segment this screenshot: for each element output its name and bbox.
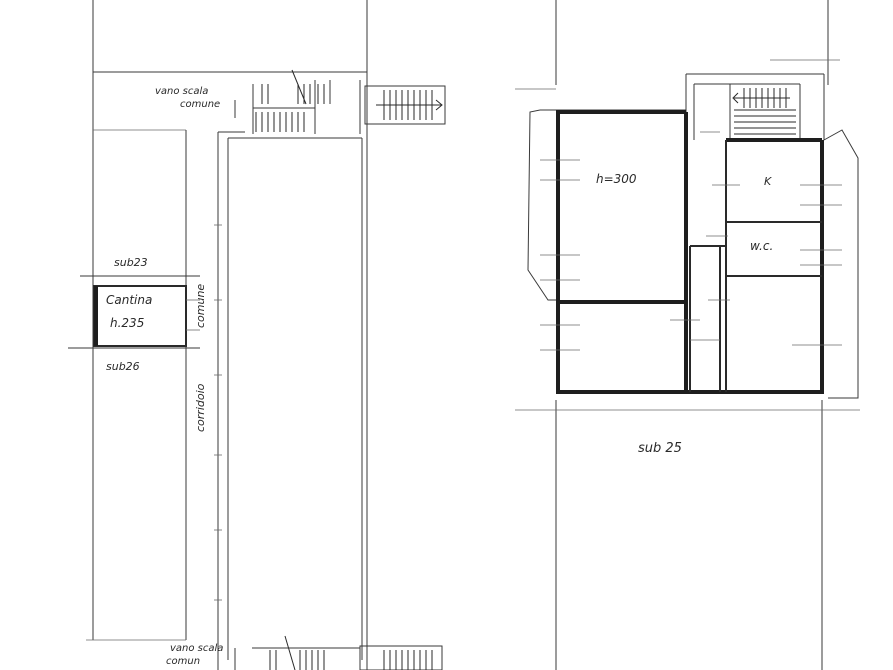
label-wc: w.c. xyxy=(750,239,773,253)
labels: vano scala comune sub23 Cantina h.235 su… xyxy=(106,86,773,667)
label-corridor-2: comune xyxy=(194,284,207,328)
label-stair-bottom-sub: comun xyxy=(166,656,200,667)
top-stairwell xyxy=(234,69,446,134)
label-sub-right: sub 25 xyxy=(638,441,682,456)
right-stairwell xyxy=(693,83,801,140)
left-building xyxy=(68,0,446,670)
cellar-room xyxy=(68,275,200,349)
label-sub-left-lower: sub26 xyxy=(106,360,140,373)
label-sub-left-upper: sub23 xyxy=(114,256,148,269)
label-room-height: h=300 xyxy=(596,172,637,186)
label-corridor: corridoio xyxy=(194,383,207,432)
apartment-walls xyxy=(556,110,824,394)
label-stair-bottom: vano scala xyxy=(170,643,223,654)
label-stair-top-sub: comune xyxy=(180,99,220,110)
bottom-stairwell xyxy=(234,635,443,670)
right-building xyxy=(515,0,860,670)
label-stair-top: vano scala xyxy=(155,86,208,97)
window-marks xyxy=(540,131,842,351)
label-kitchen: K xyxy=(764,175,772,188)
label-cellar-title: Cantina xyxy=(106,293,152,307)
label-cellar-height: h.235 xyxy=(110,316,144,330)
